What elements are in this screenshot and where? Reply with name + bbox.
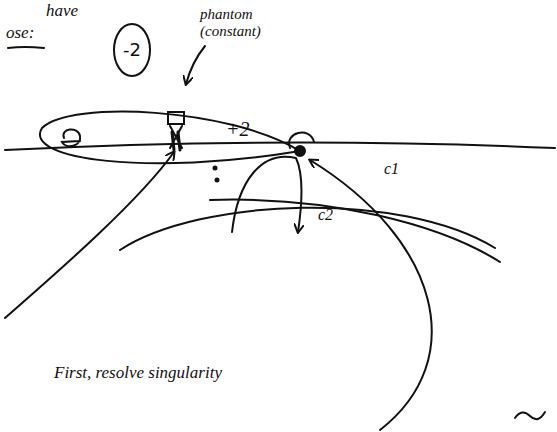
- circled-number: -2: [112, 22, 152, 78]
- callout-text: phantom (constant): [200, 6, 290, 39]
- note-text: First, resolve singularity: [54, 364, 222, 383]
- note-text: have: [46, 2, 78, 21]
- curve-label: c2: [318, 206, 333, 224]
- self-intersection-number: +2: [226, 118, 250, 140]
- node-text: -2: [112, 40, 152, 60]
- note-text: ose:: [6, 24, 34, 43]
- curve-label: c1: [384, 160, 399, 178]
